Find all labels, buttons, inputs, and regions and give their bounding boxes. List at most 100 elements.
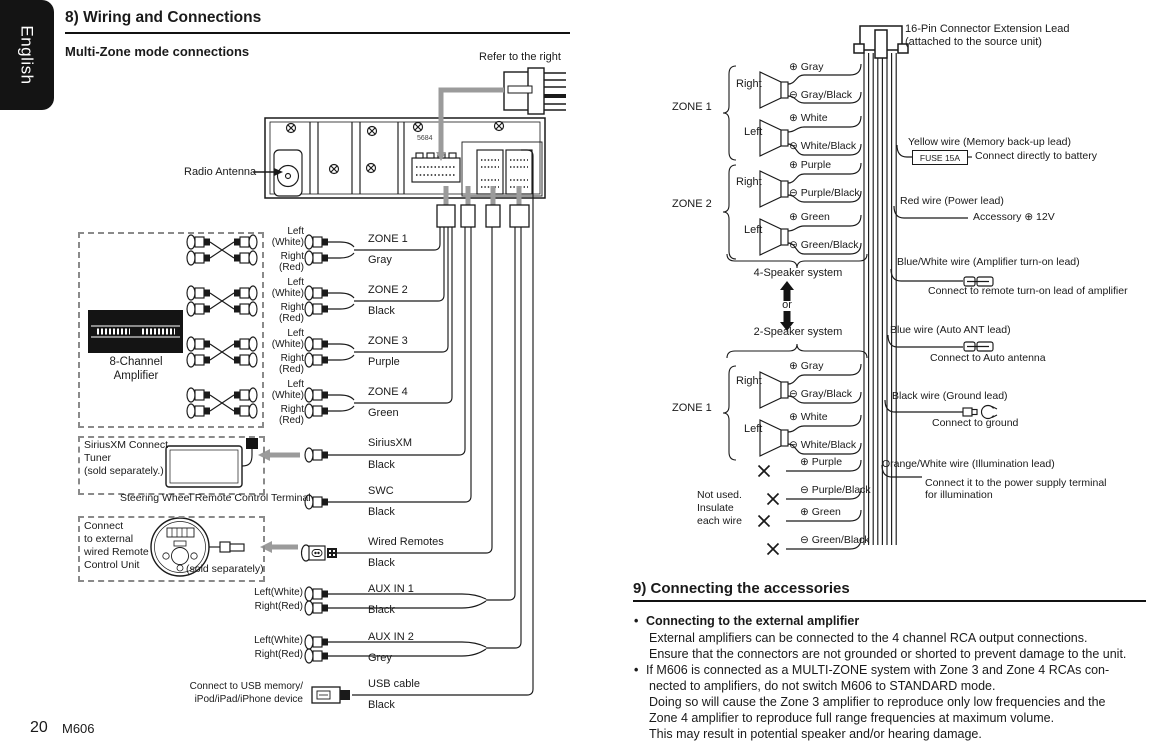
aux1-right-label: Right(Red) (254, 601, 303, 612)
groupA-right: Right (736, 78, 762, 90)
swc-wire-name: SWC (368, 485, 394, 497)
zone1-left-label: Left(White) (271, 226, 304, 249)
groupC-right: Right (736, 375, 762, 387)
harness-connectors (436, 204, 530, 228)
groupB-zone: ZONE 2 (672, 198, 712, 210)
x-mark-icon (766, 542, 780, 556)
remote-box-line3: wired Remote (84, 546, 149, 558)
section8-subtitle: Multi-Zone mode connections (65, 44, 250, 59)
x-mark-icon (757, 464, 771, 478)
bluewhite-wire-note: Connect to remote turn-on lead of amplif… (928, 285, 1128, 297)
amplifier-caption-line2: Amplifier (113, 370, 159, 382)
speaker-wires (786, 63, 862, 550)
zone4-wire-color: Green (368, 407, 399, 419)
groupA-left: Left (744, 126, 763, 138)
x-mark-icon (766, 492, 780, 506)
blue-wire-label: Blue wire (Auto ANT lead) (890, 324, 1011, 336)
system2-label: 2-Speaker system (753, 326, 843, 338)
aux1-color: Black (368, 604, 395, 616)
notused-wire0: ⊕ Purple (800, 456, 843, 468)
remote-dashed-box (78, 516, 265, 582)
groupA-wire3: ⊖ White/Black (789, 140, 857, 152)
groupC-zone: ZONE 1 (672, 402, 712, 414)
groupB-left: Left (744, 224, 763, 236)
speaker-icon (759, 119, 789, 157)
speaker-icon (759, 218, 789, 256)
zone1-wire-name: ZONE 1 (368, 233, 408, 245)
x-mark-icon (757, 514, 771, 528)
groupB-right: Right (736, 176, 762, 188)
wired-remotes-color: Black (368, 557, 395, 569)
aux2-name: AUX IN 2 (368, 631, 414, 643)
siriusxm-box-line3: (sold separately.) (84, 465, 164, 477)
notused-wire2: ⊕ Green (800, 506, 841, 518)
groupC-wire0: ⊕ Gray (789, 360, 824, 372)
zone-rca-wires (328, 241, 487, 657)
b1-line1: External amplifiers can be connected to … (649, 631, 1088, 645)
swc-terminal-label: Steering Wheel Remote Control Terminal (120, 492, 311, 504)
gray-lead-lines (270, 87, 522, 550)
notused-line2: Insulate (697, 502, 734, 514)
yellow-wire-note: Connect directly to battery (975, 150, 1097, 162)
siriusxm-wire-name: SiriusXM (368, 437, 413, 449)
usb-plug-icon (311, 686, 350, 704)
or-label: or (782, 299, 792, 311)
groupB-wire1: ⊖ Purple/Black (789, 187, 860, 199)
b2-line5: This may result in potential speaker and… (649, 727, 982, 741)
arrow-up-icon (780, 281, 794, 301)
groupB-wire3: ⊖ Green/Black (789, 239, 859, 251)
system4-label: 4-Speaker system (753, 267, 843, 279)
section8-rule (65, 32, 570, 34)
groupC-wire2: ⊕ White (789, 411, 828, 423)
refer-note: Refer to the right (479, 51, 561, 63)
section8-title: 8) Wiring and Connections (65, 9, 262, 26)
notused-wire3: ⊖ Green/Black (800, 534, 870, 546)
groupA-wire0: ⊕ Gray (789, 61, 824, 73)
swc-wire-color: Black (368, 506, 395, 518)
aux1-left-label: Left(White) (254, 587, 303, 598)
orangewhite-wire-note1: Connect it to the power supply terminal (925, 477, 1107, 489)
groupC-left: Left (744, 423, 763, 435)
bluewhite-wire-label: Blue/White wire (Amplifier turn-on lead) (897, 256, 1080, 268)
aux1-name: AUX IN 1 (368, 583, 414, 595)
ring-terminal-icon (962, 404, 998, 420)
orangewhite-wire-note2: for illumination (925, 489, 993, 501)
zone2-wire-name: ZONE 2 (368, 284, 408, 296)
aux2-color: Grey (368, 652, 392, 664)
b1-line2: Ensure that the connectors are not groun… (649, 647, 1127, 661)
groupC-wire1: ⊖ Gray/Black (789, 388, 853, 400)
yellow-wire-label: Yellow wire (Memory back-up lead) (908, 136, 1072, 148)
usb-note-line1: Connect to USB memory/ (189, 681, 303, 692)
sixteen-pin-connector-icon (503, 67, 566, 115)
zone3-wire-color: Purple (368, 356, 400, 368)
blue-wire-note: Connect to Auto antenna (930, 352, 1046, 364)
lead-connector-icon (853, 25, 909, 59)
speaker-icon (759, 419, 789, 457)
zone1-right-label: Right(Red) (278, 251, 304, 274)
remote-control-icon (150, 517, 245, 577)
zone4-left-label: Left(White) (271, 379, 304, 402)
b2-line2: nected to amplifiers, do not switch M606… (649, 679, 996, 693)
zone2-right-label: Right(Red) (278, 302, 304, 325)
arrow-down-icon (780, 311, 794, 331)
groupC-wire3: ⊖ White/Black (789, 439, 857, 451)
wired-remotes-name: Wired Remotes (368, 536, 444, 548)
groupB-wire0: ⊕ Purple (789, 159, 832, 171)
groupA-zone: ZONE 1 (672, 101, 712, 113)
black-wire-note: Connect to ground (932, 417, 1019, 429)
aux2-left-label: Left(White) (254, 635, 303, 646)
zone3-wire-name: ZONE 3 (368, 335, 408, 347)
lead-label-line2: (attached to the source unit) (905, 36, 1042, 48)
bullet1-title: Connecting to the external amplifier (646, 614, 860, 628)
siriusxm-box-line2: Tuner (84, 452, 112, 464)
amplifier-icon (88, 310, 183, 353)
zone3-right-label: Right(Red) (278, 353, 304, 376)
b2-line3: Doing so will cause the Zone 3 amplifier… (649, 695, 1106, 709)
speaker-icon (759, 170, 789, 208)
lead-label-line1: 16-Pin Connector Extension Lead (905, 23, 1070, 35)
usb-cable-name: USB cable (368, 678, 420, 690)
model-number: M606 (62, 721, 95, 736)
remote-box-line2: to external (84, 533, 134, 545)
groupB-wire2: ⊕ Green (789, 211, 830, 223)
zone-braces (722, 65, 868, 461)
